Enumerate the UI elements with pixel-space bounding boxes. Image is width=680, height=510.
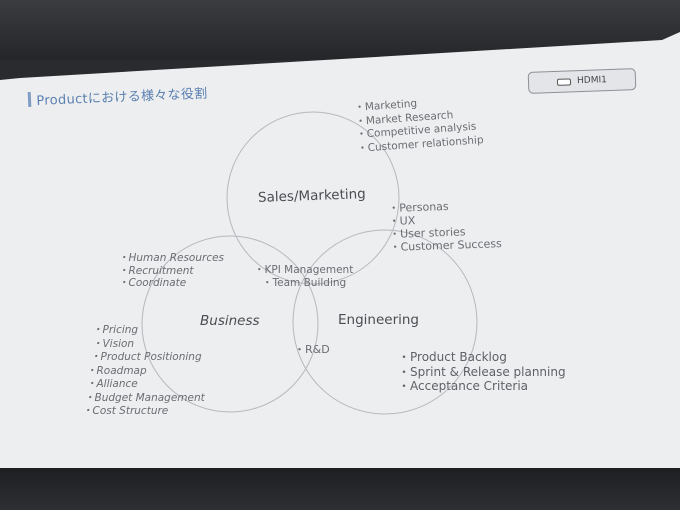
list-sales-business: Human Resources Recruitment Coordinate [118,252,225,290]
hdmi-icon [556,77,572,86]
list-item: Sprint & Release planning [398,365,566,380]
list-item: Pricing [82,324,205,338]
list-sales-only: Marketing Market Research Competitive an… [354,93,484,156]
list-item: Product Positioning [82,351,205,365]
list-item: Product Backlog [398,350,566,365]
list-item: Roadmap [82,365,205,379]
list-item: R&D [294,343,330,357]
list-item: KPI Management [254,264,354,277]
label-business: Business [200,313,260,329]
list-item: Acceptance Criteria [398,379,566,394]
room-floor-edge [0,468,680,510]
list-item: Recruitment [118,265,224,278]
list-item: Budget Management [82,392,205,406]
list-business-only: Pricing Vision Product Positioning Roadm… [82,324,205,419]
list-item: Alliance [82,378,205,392]
title-accent-bar [27,91,32,108]
input-source-badge: HDMI1 [527,68,637,94]
list-engineering-only: Product Backlog Sprint & Release plannin… [398,350,566,394]
label-engineering: Engineering [338,312,419,328]
list-item: Vision [82,338,205,352]
list-item: Human Resources [118,252,225,265]
engineering-circle [292,229,478,415]
list-business-engineering: R&D [294,343,330,357]
list-item: Cost Structure [82,405,205,419]
list-item: Coordinate [118,277,224,290]
input-source-label: HDMI1 [576,75,608,87]
list-sales-engineering: Personas UX User stories Customer Succes… [388,198,502,254]
list-center: KPI Management Team Building [254,264,354,290]
list-item: Team Building [254,277,353,290]
